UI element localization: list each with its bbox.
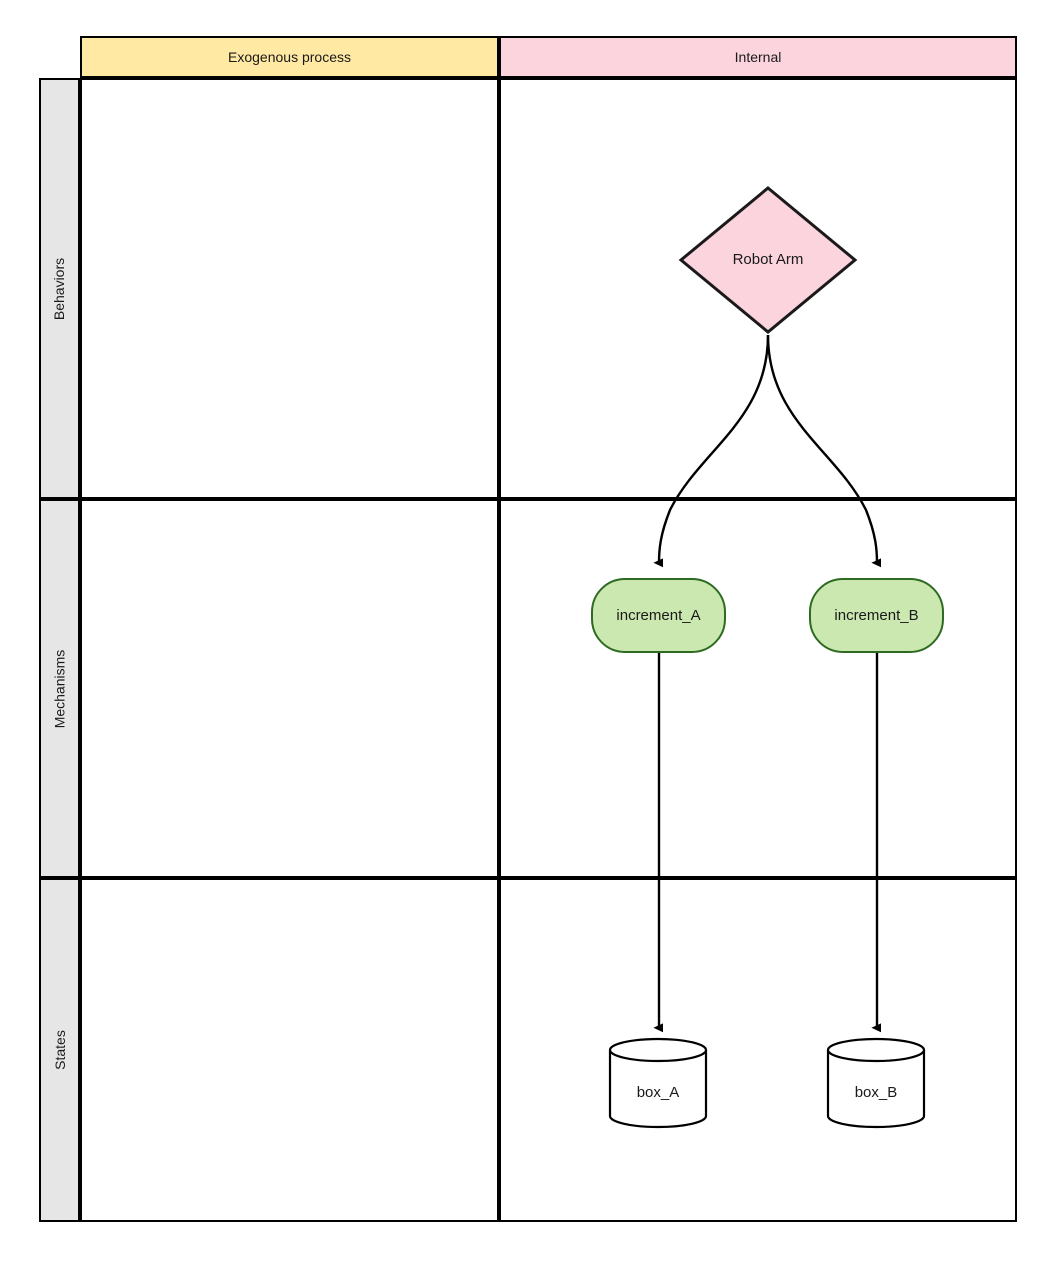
cylinder-body [608,1050,708,1129]
column-header-exogenous-process[interactable]: Exogenous process [80,36,499,78]
cell-mechanisms-exogenous[interactable] [80,499,499,878]
row-header-label: States [51,1030,68,1070]
column-header-label: Exogenous process [228,49,351,65]
node-box-b[interactable] [826,1037,926,1129]
node-label-increment-b: increment_B [834,607,919,624]
row-header-behaviors[interactable]: Behaviors [39,78,80,499]
row-header-states[interactable]: States [39,878,80,1222]
node-increment-b[interactable] [809,578,944,653]
cylinder-top [608,1037,708,1063]
node-box-a[interactable] [608,1037,708,1129]
node-label-box-a: box_A [636,1084,680,1101]
node-label-increment-a: increment_A [616,607,701,624]
node-robot-arm[interactable] [678,185,858,335]
row-header-mechanisms[interactable]: Mechanisms [39,499,80,878]
cell-behaviors-exogenous[interactable] [80,78,499,499]
swimlane-matrix: Exogenous process Internal Behaviors Mec… [39,36,1017,1222]
column-header-label: Internal [734,49,782,65]
cylinder-top [826,1037,926,1063]
cylinder-body [826,1050,926,1129]
cell-mechanisms-internal[interactable] [499,499,1017,878]
node-label-box-b: box_B [854,1084,898,1101]
node-label-robot-arm: Robot Arm [732,251,804,268]
cell-states-exogenous[interactable] [80,878,499,1222]
row-header-label: Behaviors [51,257,68,320]
column-header-internal[interactable]: Internal [499,36,1017,78]
diamond-shape [678,186,858,334]
node-increment-a[interactable] [591,578,726,653]
row-header-label: Mechanisms [51,649,68,728]
cell-states-internal[interactable] [499,878,1017,1222]
